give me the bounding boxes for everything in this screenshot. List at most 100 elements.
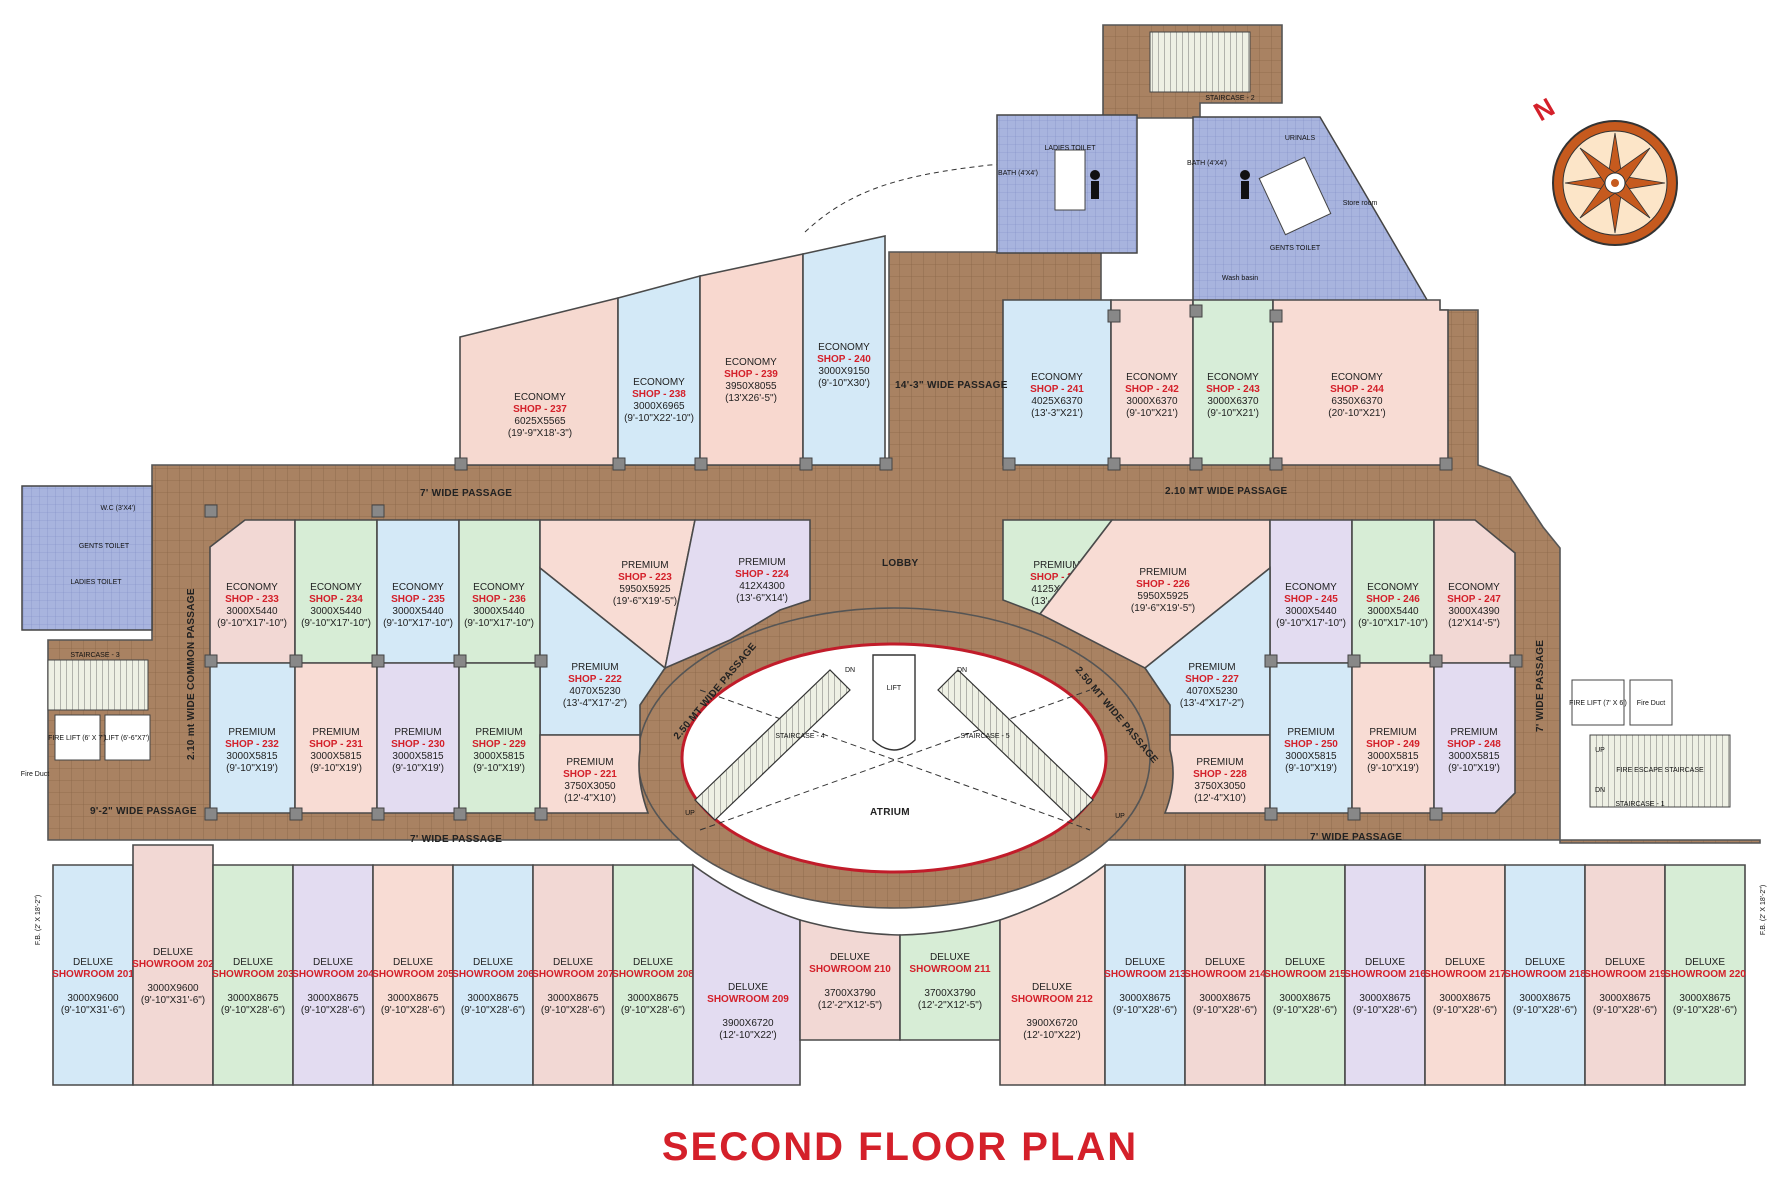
room-name: SHOP - 244 <box>1330 384 1384 395</box>
room-cat: PREMIUM <box>621 560 668 571</box>
staircase-2-label: STAIRCASE - 2 <box>1205 95 1254 102</box>
room-category: DELUXE <box>1205 957 1245 968</box>
room-size: 3000X8675 <box>547 993 599 1004</box>
room-size: 3000X6370 <box>1126 396 1178 407</box>
room-cat: ECONOMY <box>1285 582 1337 593</box>
room-name: SHOWROOM 201 <box>52 969 134 980</box>
room-cat: PREMIUM <box>1287 727 1334 738</box>
room-name: SHOP - 250 <box>1284 739 1338 750</box>
room-name: SHOP - 226 <box>1136 579 1190 590</box>
room-size: 3000X5440 <box>226 606 278 617</box>
pillar <box>1429 654 1443 668</box>
room-name: SHOP - 221 <box>563 769 617 780</box>
room-size-ft: (9'-10"X28'-6") <box>1273 1005 1337 1016</box>
fire-lift-left <box>54 714 101 761</box>
room-ft: (9'-10"X22'-10") <box>624 413 694 424</box>
room-name: SHOP - 247 <box>1447 594 1501 605</box>
pillar <box>1107 457 1121 471</box>
pillar <box>534 807 548 821</box>
room-size-ft: (9'-10"X28'-6") <box>1513 1005 1577 1016</box>
room-cat: ECONOMY <box>310 582 362 593</box>
room-name: SHOWROOM 211 <box>909 964 991 975</box>
room-name: SHOP - 230 <box>391 739 445 750</box>
pillar <box>799 457 813 471</box>
room-ft: (9'-10"X19') <box>473 763 525 774</box>
staircase-3-label: STAIRCASE - 3 <box>70 652 119 659</box>
room-cat: ECONOMY <box>1367 582 1419 593</box>
ladies-toilet-block <box>996 114 1138 254</box>
dn-label-2: DN <box>957 667 967 674</box>
room-shape <box>999 863 1106 1086</box>
compass <box>1552 120 1678 246</box>
pillar <box>1269 457 1283 471</box>
room-name: SHOWROOM 212 <box>1011 994 1093 1005</box>
lift-left <box>104 714 151 761</box>
room-cat: PREMIUM <box>1196 757 1243 768</box>
room-size: 3000X8675 <box>1279 993 1331 1004</box>
room-ft: (13'-4"X17'-2") <box>1180 698 1244 709</box>
room-ft: (9'-10"X30') <box>818 378 870 389</box>
room-category: DELUXE <box>1445 957 1485 968</box>
room-category: DELUXE <box>728 982 768 993</box>
urinals-label: URINALS <box>1285 135 1316 142</box>
gents-toilet-label: GENTS TOILET <box>1270 245 1321 252</box>
room-name: SHOP - 241 <box>1030 384 1084 395</box>
room-name: SHOP - 237 <box>513 404 567 415</box>
room-size: 4025X6370 <box>1031 396 1083 407</box>
room-size-ft: (9'-10"X28'-6") <box>1193 1005 1257 1016</box>
room-size-ft: (9'-10"X28'-6") <box>1353 1005 1417 1016</box>
room-cat: ECONOMY <box>1331 372 1383 383</box>
north-label: N <box>1528 92 1559 127</box>
staircase-5 <box>937 669 1094 821</box>
room-size: 3900X6720 <box>1026 1018 1078 1029</box>
pillar <box>1189 304 1203 318</box>
room-shape <box>376 662 460 814</box>
room-size: 3000X5440 <box>392 606 444 617</box>
pillar <box>879 457 893 471</box>
misc-labels: LOBBY ATRIUM LIFT STAIRCASE - 2 STAIRCAS… <box>21 95 1767 945</box>
room-size: 3000X8675 <box>467 993 519 1004</box>
room-cat: ECONOMY <box>1207 372 1259 383</box>
pillar <box>1264 654 1278 668</box>
room-category: DELUXE <box>830 952 870 963</box>
room-shape <box>692 863 801 1086</box>
room-size: 3700X3790 <box>824 988 876 999</box>
room-name: SHOWROOM 203 <box>212 969 294 980</box>
room-size: 3000X5440 <box>1285 606 1337 617</box>
room-category: DELUXE <box>633 957 673 968</box>
pillar <box>371 654 385 668</box>
dn-label-3: DN <box>1595 787 1605 794</box>
lift-label: LIFT <box>887 685 902 692</box>
passage-label-8: 9'-2" WIDE PASSAGE <box>90 806 197 817</box>
room-name: SHOP - 239 <box>724 369 778 380</box>
passage-label-4: 2.10 mt WIDE COMMON PASSAGE <box>186 588 197 760</box>
room-name: SHOP - 238 <box>632 389 686 400</box>
pillar <box>371 504 385 518</box>
room-ft: (12'-4"X10') <box>1194 793 1246 804</box>
room-ft: (9'-10"X19') <box>310 763 362 774</box>
room-size-ft: (12'-10"X22') <box>1023 1030 1080 1041</box>
room-cat: ECONOMY <box>514 392 566 403</box>
room-ft: (9'-10"X17'-10") <box>464 618 534 629</box>
room-size: 4070X5230 <box>569 686 621 697</box>
room-ft: (9'-10"X19') <box>392 763 444 774</box>
room-size: 3000X5815 <box>1285 751 1337 762</box>
room-size-ft: (9'-10"X28'-6") <box>461 1005 525 1016</box>
room-shape <box>1163 734 1271 814</box>
room-cat: PREMIUM <box>312 727 359 738</box>
room-size-ft: (9'-10"X28'-6") <box>541 1005 605 1016</box>
room-size: 3000X5815 <box>226 751 278 762</box>
pillar <box>1347 654 1361 668</box>
staircase-2 <box>1149 31 1251 93</box>
room-name: SHOWROOM 214 <box>1184 969 1266 980</box>
room-size: 3000X5815 <box>1367 751 1419 762</box>
room-ft: (13'X26'-5") <box>725 393 777 404</box>
